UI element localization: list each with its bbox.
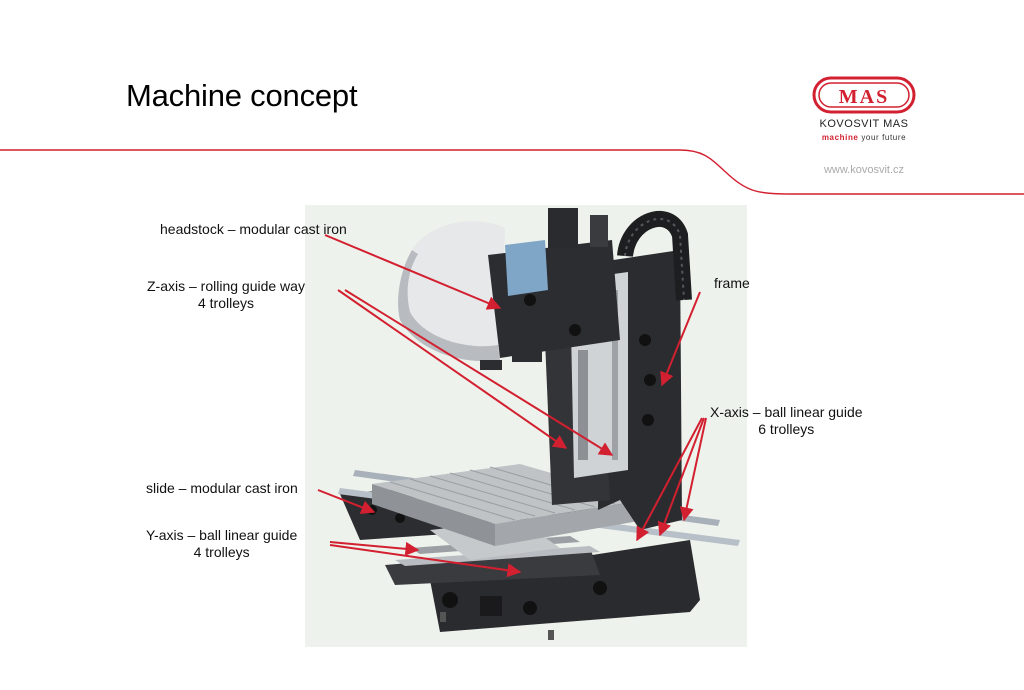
website-url: www.kovosvit.cz — [823, 164, 905, 176]
page-title: Machine concept — [126, 78, 358, 113]
brand-tagline: machine your future — [808, 133, 920, 142]
label-y-axis-line2: 4 trolleys — [193, 544, 250, 560]
label-frame: frame — [714, 275, 750, 291]
brand-name: KOVOSVIT MAS — [819, 118, 909, 130]
label-x-axis: X-axis – ball linear guide 6 trolleys — [710, 404, 863, 438]
label-z-axis: Z-axis – rolling guide way 4 trolleys — [147, 278, 305, 312]
label-x-axis-line1: X-axis – ball linear guide — [710, 404, 863, 420]
machine-base — [385, 540, 700, 640]
header-divider-line — [0, 149, 1024, 195]
label-z-axis-line1: Z-axis – rolling guide way — [147, 278, 305, 294]
machine-table — [372, 464, 645, 546]
label-slide: slide – modular cast iron — [146, 480, 298, 496]
brand-tagline-rest: your future — [858, 133, 907, 142]
cable-chain — [617, 211, 692, 301]
label-y-axis: Y-axis – ball linear guide 4 trolleys — [146, 527, 297, 561]
label-z-axis-line2: 4 trolleys — [197, 295, 254, 311]
label-y-axis-line1: Y-axis – ball linear guide — [146, 527, 298, 543]
svg-text:MAS: MAS — [839, 86, 889, 108]
label-x-axis-line2: 6 trolleys — [758, 421, 815, 437]
brand-tagline-accent: machine — [821, 133, 859, 142]
kovosvit-mas-logo: MAS — [812, 76, 916, 114]
label-headstock: headstock – modular cast iron — [160, 221, 347, 237]
